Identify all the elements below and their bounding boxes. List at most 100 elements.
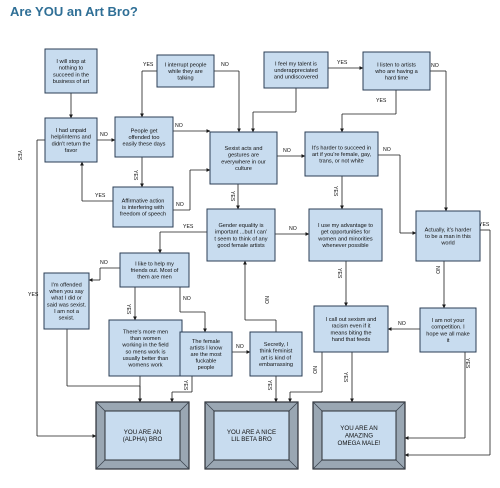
connector-n10-n13 <box>158 231 207 254</box>
connector-label-n4-n5: YES <box>132 170 138 181</box>
connector-n19-r3 <box>404 352 466 440</box>
question-text: it <box>447 338 450 344</box>
question-text: embarrassing <box>259 362 293 368</box>
page-title: Are YOU an Art Bro? <box>10 4 138 19</box>
question-text: didn't return the <box>52 141 91 147</box>
connector-label-n3-n6: NO <box>221 62 229 68</box>
question-text: succeed in the <box>53 72 89 78</box>
question-text: Actually, it's harder <box>425 227 472 233</box>
question-text: gestures are <box>228 153 259 159</box>
question-text: I feel my talent is <box>275 61 317 67</box>
question-text: culture <box>235 166 252 172</box>
question-text: while they are <box>167 69 203 75</box>
question-text: trans, or not white <box>319 159 363 165</box>
question-text: Sexist acts and <box>225 146 263 152</box>
question-text: help/interns and <box>51 135 91 141</box>
question-text: everywhere in our <box>221 159 266 165</box>
connector-n2-r1 <box>36 139 97 438</box>
question-text: competition. I <box>431 325 465 331</box>
question-text: I interrupt people <box>165 62 207 68</box>
question-text: business of art <box>53 79 90 85</box>
connector-label-n18-r2: NO <box>311 366 317 374</box>
question-text: There's more men <box>123 330 168 336</box>
question-text: get opportunities for <box>321 230 371 236</box>
result-text: AMAZING <box>345 433 373 440</box>
question-text: Gender equality is <box>218 223 263 229</box>
question-text: Affirmative action <box>122 198 165 204</box>
question-text: racism even if it <box>332 324 371 330</box>
connector-label-n7-n8: YES <box>337 60 348 66</box>
connector-n3-n4 <box>140 70 157 118</box>
question-text: so mens work is <box>125 349 165 355</box>
connector-label-n12-n19: NO <box>434 266 440 274</box>
question-text: what I did or <box>50 296 82 302</box>
question-text: freedom of speech <box>120 212 166 218</box>
question-text: said was sexist. <box>47 302 87 308</box>
question-text: think feminist <box>260 349 293 355</box>
question-text: I will stop at <box>56 59 86 65</box>
question-text: People get <box>131 128 158 134</box>
connector-n18-r2 <box>288 352 323 403</box>
question-text: I'm offended <box>51 283 82 289</box>
result-text: OMEGA MALE! <box>338 440 381 447</box>
connector-label-n2-n4: NO <box>100 132 108 138</box>
connector-label-n13-n14: NO <box>100 260 108 266</box>
connector-label-n5-n6: NO <box>176 202 184 208</box>
connector-label-n8-n9: YES <box>376 98 387 104</box>
connector-n5-n6 <box>173 168 211 211</box>
connector-label-n17-n10: NO <box>263 296 269 304</box>
question-text: good female artists <box>217 243 264 249</box>
connector-n8-n12 <box>430 70 448 212</box>
question-text: people <box>198 365 215 371</box>
connector-label-n19-n18: NO <box>398 321 406 327</box>
connector-label-n9-n12: NO <box>383 147 391 153</box>
question-text: means biting the <box>330 330 371 336</box>
question-text: who are having a <box>374 69 418 75</box>
question-text: underappreciated <box>274 68 318 74</box>
question-text: art if you're female, gay, <box>312 152 372 158</box>
connector-label-n8-n12: NO <box>431 63 439 69</box>
question-text: hard time <box>385 76 408 82</box>
question-text: I listen to artists <box>377 62 416 68</box>
question-text: I call out sexism and <box>326 317 377 323</box>
question-text: whenever possible <box>321 243 368 249</box>
question-text: are the most <box>190 352 222 358</box>
result-text: YOU ARE AN <box>340 425 377 432</box>
question-text: is interfering with <box>122 205 164 211</box>
connector-label-n13-n16: NO <box>183 296 191 302</box>
connector-label-n3-n4: YES <box>143 62 154 68</box>
question-text: fuckable <box>196 359 217 365</box>
question-text: I like to help my <box>135 261 174 267</box>
connector-label-n16-r1: YES <box>182 380 188 391</box>
question-text: The female <box>192 339 220 345</box>
question-text: talking <box>177 76 193 82</box>
connector-label-n18-r3: YES <box>342 372 348 383</box>
connector-label-n9-n11: YES <box>332 186 338 197</box>
connector-n17-n10 <box>243 260 277 332</box>
question-text: when you say <box>48 289 83 295</box>
result-text: YOU ARE AN <box>124 429 161 436</box>
question-text: easily these days <box>123 142 166 148</box>
question-text: favor <box>65 148 78 154</box>
connector-label-n10-n11: NO <box>289 226 297 232</box>
question-text: I am not your <box>432 318 465 324</box>
question-text: to be a man in this <box>425 234 471 240</box>
question-text: women and minorities <box>317 236 373 242</box>
connector-n5-n2 <box>80 161 113 202</box>
connector-label-n13-n15: YES <box>125 304 131 315</box>
